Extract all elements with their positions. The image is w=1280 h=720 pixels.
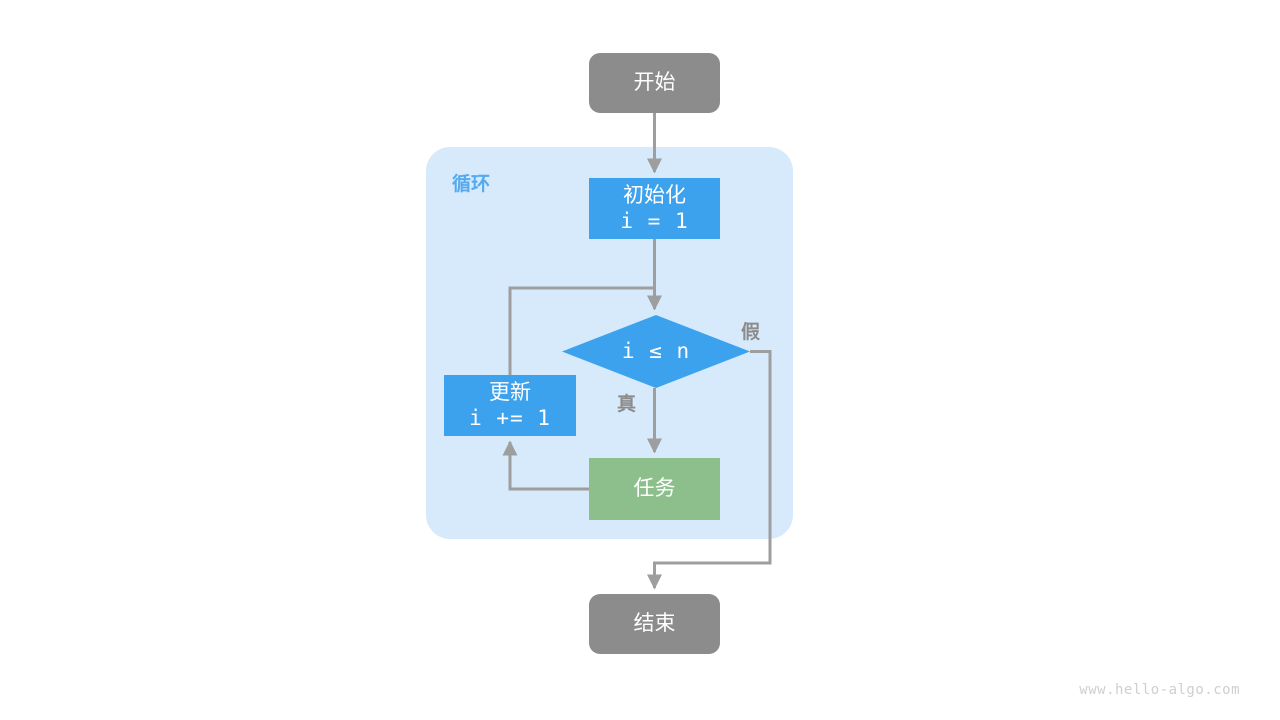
edge-task-to-update bbox=[502, 440, 589, 491]
edge-condition-false-to-end bbox=[647, 350, 772, 590]
edge-update-to-condition bbox=[508, 286, 655, 375]
watermark: www.hello-algo.com bbox=[1079, 682, 1240, 698]
node-end[interactable] bbox=[589, 594, 720, 654]
node-init[interactable] bbox=[589, 178, 720, 239]
node-task[interactable] bbox=[589, 458, 720, 520]
node-update[interactable] bbox=[444, 375, 576, 436]
node-condition[interactable] bbox=[562, 315, 750, 388]
node-start[interactable] bbox=[589, 53, 720, 113]
